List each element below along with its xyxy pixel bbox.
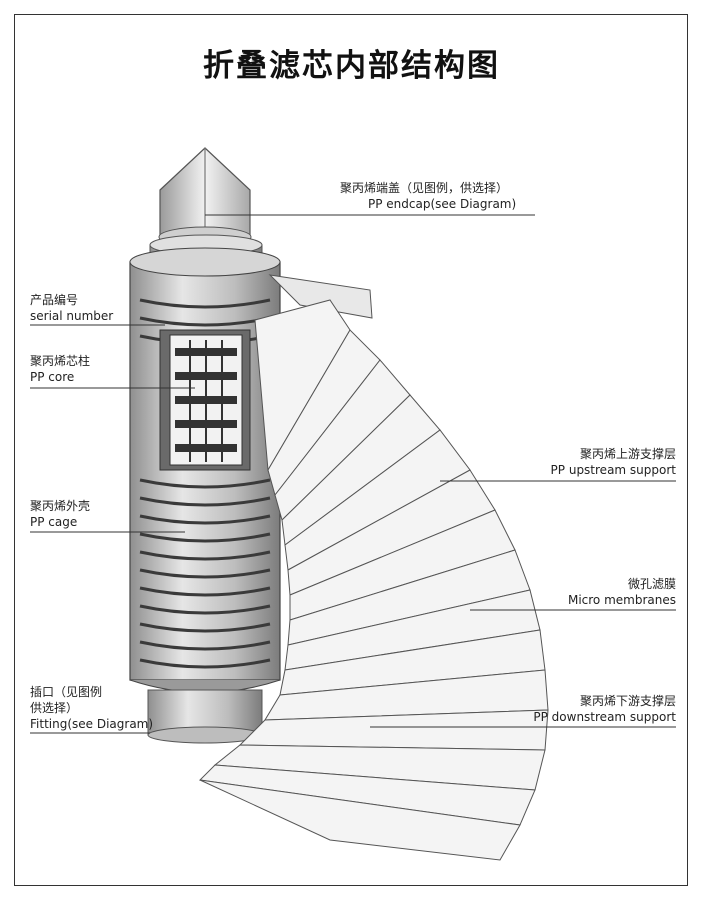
label-upstream: 聚丙烯上游支撑层 PP upstream support [551,446,676,478]
label-core: 聚丙烯芯柱 PP core [30,353,90,385]
label-upstream-cn: 聚丙烯上游支撑层 [579,447,676,461]
label-membrane-cn: 微孔滤膜 [627,577,676,591]
label-membrane-en: Micro membranes [567,593,676,607]
label-fitting-cn2: 供选择） [30,701,79,715]
leader-lines [30,214,676,734]
diagram-frame [14,14,688,886]
label-upstream-en: PP upstream support [550,463,676,477]
label-cage: 聚丙烯外壳 PP cage [30,498,90,530]
label-fitting: 插口（见图例 供选择） Fitting(see Diagram) [30,684,153,732]
label-serial-cn: 产品编号 [30,293,79,307]
label-downstream-cn: 聚丙烯下游支撑层 [579,694,676,708]
label-downstream: 聚丙烯下游支撑层 PP downstream support [533,693,676,725]
label-endcap-cn: 聚丙烯端盖（见图例，供选择） [340,181,509,195]
label-membrane: 微孔滤膜 Micro membranes [568,576,676,608]
label-fitting-en: Fitting(see Diagram) [30,717,154,731]
label-core-cn: 聚丙烯芯柱 [30,354,91,368]
label-downstream-en: PP downstream support [533,710,676,724]
label-cage-en: PP cage [30,515,78,529]
label-endcap-en: PP endcap(see Diagram) [368,197,517,211]
label-serial-en: serial number [30,309,114,323]
label-core-en: PP core [30,370,75,384]
cage-slots [139,298,271,669]
label-endcap: 聚丙烯端盖（见图例，供选择） PP endcap(see Diagram) [340,180,516,212]
fitting [147,689,263,744]
core-cutaway [159,329,251,471]
label-cage-cn: 聚丙烯外壳 [30,499,91,513]
endcap-fin [149,147,263,263]
pleated-media [198,299,549,861]
label-fitting-cn1: 插口（见图例 [30,685,103,699]
upstream-support-band [268,274,373,319]
diagram-title: 折叠滤芯内部结构图 [203,48,500,84]
label-serial: 产品编号 serial number [30,292,113,324]
